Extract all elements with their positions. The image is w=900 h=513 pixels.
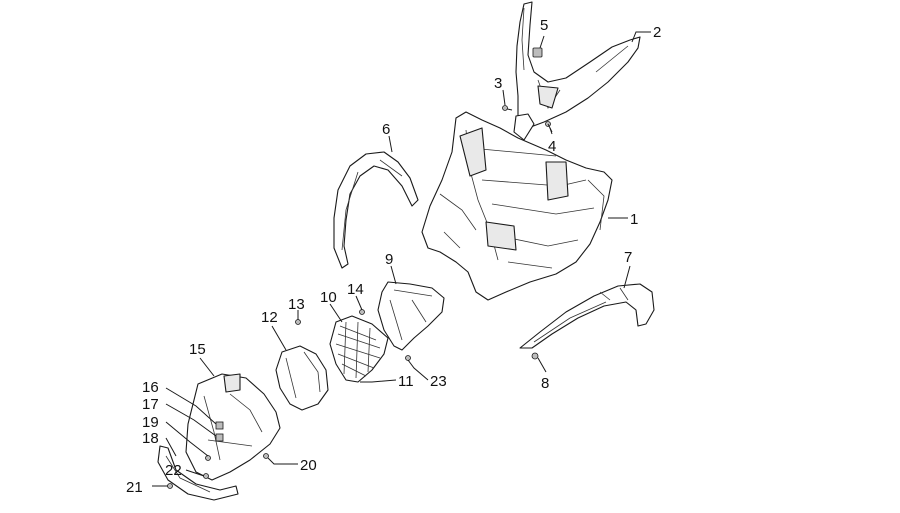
part-screw-14: [359, 309, 365, 315]
part-screw-23: [405, 355, 411, 361]
part-screw-3: [502, 105, 513, 111]
label-8: 8: [541, 375, 549, 392]
label-18: 18: [142, 430, 159, 447]
callout-labels: 2 5 3 4 6 1 7 8 9 10 14 13 12 11 23 15 1…: [126, 17, 661, 496]
part-grille: [329, 315, 389, 383]
label-23: 23: [430, 373, 447, 390]
part-fastener-19: [205, 455, 211, 461]
part-screw-13: [295, 319, 301, 325]
label-1: 1: [630, 211, 638, 228]
part-main-shield: [421, 111, 613, 301]
label-13: 13: [288, 296, 305, 313]
label-19: 19: [142, 414, 159, 431]
label-4: 4: [548, 138, 556, 155]
label-17: 17: [142, 396, 159, 413]
label-21: 21: [126, 479, 143, 496]
label-12: 12: [261, 309, 278, 326]
part-fastener-17: [215, 433, 224, 442]
label-3: 3: [494, 75, 502, 92]
part-fastener-20: [263, 453, 269, 459]
label-5: 5: [540, 17, 548, 34]
part-clip: [513, 113, 535, 141]
label-15: 15: [189, 341, 206, 358]
part-clip-21: [167, 483, 173, 489]
label-10: 10: [320, 289, 337, 306]
label-16: 16: [142, 379, 159, 396]
label-7: 7: [624, 249, 632, 266]
part-clip-22: [203, 473, 209, 479]
part-screw-8: [531, 352, 539, 360]
label-6: 6: [382, 121, 390, 138]
label-11: 11: [398, 373, 414, 390]
label-9: 9: [385, 251, 393, 268]
part-inner-bracket: [377, 281, 445, 351]
label-2: 2: [653, 24, 661, 41]
part-front-fairing: [185, 373, 281, 481]
part-left-side-cover: [333, 151, 419, 269]
leader-lines: [152, 31, 651, 487]
part-upper-cover: [515, 1, 641, 129]
label-20: 20: [300, 457, 317, 474]
part-right-side-cover: [519, 283, 655, 349]
label-22: 22: [165, 462, 182, 479]
part-lens-frame: [275, 345, 329, 411]
part-lower-trim: [157, 445, 239, 501]
label-14: 14: [347, 281, 364, 298]
part-fastener-16: [215, 421, 224, 430]
part-nut-5: [532, 47, 543, 58]
